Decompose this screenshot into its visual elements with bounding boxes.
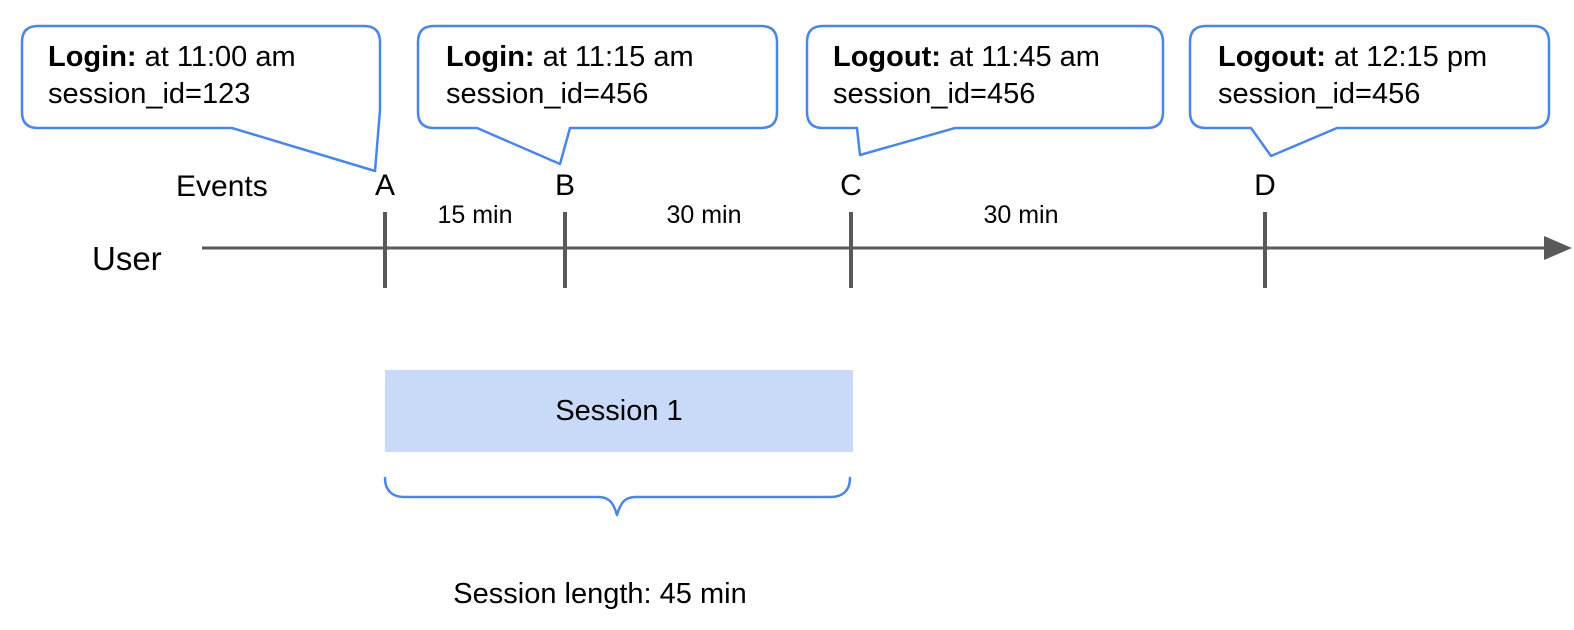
event-time-text: at 12:15 pm — [1333, 41, 1488, 73]
event-type-label: Login: — [48, 41, 137, 73]
event-type-label: Login: — [446, 41, 535, 73]
bubble-line-session: session_id=456 — [833, 78, 1036, 110]
event-type-label: Logout: — [1218, 41, 1326, 73]
bubble-line-event: Logout: at 12:15 pm — [1218, 39, 1487, 76]
events-row-label: Events — [176, 170, 268, 203]
event-time-text: at 11:00 am — [144, 41, 296, 73]
event-time-text: at 11:15 am — [542, 41, 694, 73]
bubble-line-session: session_id=456 — [446, 78, 649, 110]
bubble-text-login-b: Login: at 11:15 am session_id=456 — [446, 39, 694, 113]
session-1-label: Session 1 — [555, 394, 683, 427]
interval-label-c-d: 30 min — [983, 201, 1059, 229]
bubble-line-session: session_id=123 — [48, 78, 251, 110]
speech-bubble-logout-d — [1188, 24, 1551, 158]
bubble-line-event: Logout: at 11:45 am — [833, 39, 1100, 76]
user-row-label: User — [92, 240, 162, 277]
session-1-bar — [385, 370, 853, 452]
event-marker-b: B — [554, 169, 576, 202]
event-time-text: at 11:45 am — [948, 41, 1100, 73]
bubble-text-logout-c: Logout: at 11:45 am session_id=456 — [833, 39, 1100, 113]
session-length-brace — [383, 476, 852, 517]
speech-bubble-login-b — [416, 24, 779, 166]
bubble-line-session: session_id=456 — [1218, 78, 1421, 110]
speech-bubble-logout-c — [805, 24, 1165, 157]
bubble-text-logout-d: Logout: at 12:15 pm session_id=456 — [1218, 39, 1487, 113]
bubble-line-event: Login: at 11:15 am — [446, 39, 694, 76]
bubble-text-login-a: Login: at 11:00 am session_id=123 — [48, 39, 296, 113]
session-length-caption: Session length: 45 min — [453, 578, 747, 610]
event-marker-d: D — [1254, 169, 1276, 202]
event-marker-a: A — [374, 169, 396, 202]
bubble-line-event: Login: at 11:00 am — [48, 39, 296, 76]
event-type-label: Logout: — [833, 41, 941, 73]
interval-label-b-c: 30 min — [666, 201, 742, 229]
speech-bubble-login-a — [20, 24, 382, 173]
timeline-arrowhead — [1544, 236, 1572, 260]
interval-label-a-b: 15 min — [437, 201, 513, 229]
event-marker-c: C — [840, 169, 862, 202]
